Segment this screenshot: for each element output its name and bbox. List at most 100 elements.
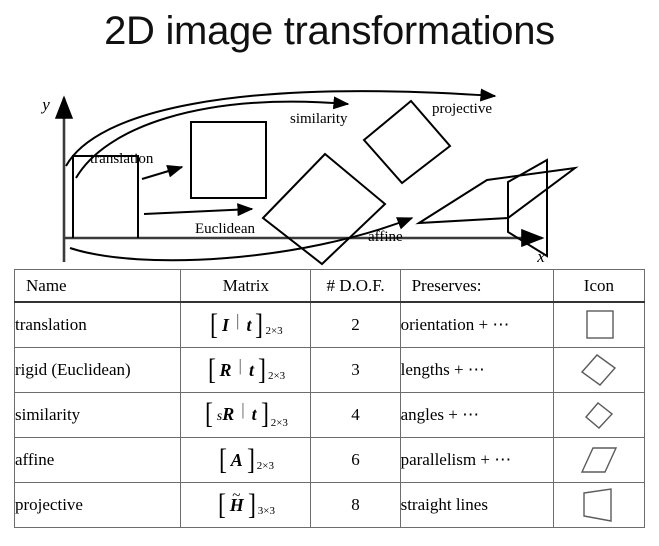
cell-preserves: lengths + ⋯ xyxy=(399,347,554,393)
cell-matrix: [ R | t ] 2×3 xyxy=(180,347,312,393)
transformations-diagram: x y xyxy=(0,66,659,266)
matrix-divider: | xyxy=(236,310,240,330)
shape-rotated-square xyxy=(261,152,387,266)
matrix-dimensions: 2×3 xyxy=(267,369,286,382)
axis-x-label: x xyxy=(536,247,545,266)
cell-icon xyxy=(552,301,646,348)
cell-preserves: parallelism + ⋯ xyxy=(399,437,554,483)
column-header-icon: Icon xyxy=(552,269,646,303)
shape-parallelogram xyxy=(415,166,579,225)
matrix-divider: | xyxy=(238,355,242,375)
matrix-dimensions: 2×3 xyxy=(270,416,288,429)
matrix-expression: [ ~H ] 3×3 xyxy=(217,487,275,521)
table-row: translation [ I | t ] 2×3 2 orientation … xyxy=(13,301,646,348)
bracket-right-icon: ] xyxy=(257,352,266,386)
shape-similarity-square xyxy=(362,99,452,185)
matrix-divider: | xyxy=(241,399,245,419)
tilde-accent-icon: ~ xyxy=(232,487,241,504)
transformations-table: Name Matrix # D.O.F. Preserves: Icon tra… xyxy=(13,269,646,528)
table-row: affine [ A ] 2×3 6 parallelism + ⋯ xyxy=(13,437,646,483)
cell-icon xyxy=(552,392,646,438)
axis-y-label: y xyxy=(40,95,50,114)
bracket-left-icon: [ xyxy=(207,352,216,386)
arrow-projective xyxy=(65,88,497,167)
matrix-term-secondary: t xyxy=(248,359,254,380)
matrix-term-primary: ~H xyxy=(227,488,247,518)
cell-dof: 6 xyxy=(310,437,401,483)
cell-preserves: angles + ⋯ xyxy=(399,392,554,438)
arrow-label-similarity: similarity xyxy=(290,111,348,127)
bracket-right-icon: ] xyxy=(247,487,256,521)
matrix-term-primary: I xyxy=(222,314,230,335)
cell-dof: 8 xyxy=(310,482,401,528)
rotated-square-icon xyxy=(580,354,616,386)
parallelogram-icon xyxy=(580,447,617,473)
matrix-dimensions: 2×3 xyxy=(265,324,283,337)
shape-original-square xyxy=(72,155,139,238)
arrow-label-projective: projective xyxy=(432,101,492,117)
shape-trapezoid xyxy=(507,158,548,258)
cell-matrix: [ A ] 2×3 xyxy=(180,437,312,483)
cell-dof: 3 xyxy=(310,347,401,393)
matrix-term-primary: sR xyxy=(214,401,237,430)
cell-icon xyxy=(552,437,646,483)
column-header-matrix: Matrix xyxy=(180,269,312,303)
bracket-left-icon: [ xyxy=(204,396,213,430)
table-row: similarity [ sR | t ] 2×3 4 angles + ⋯ xyxy=(13,392,646,438)
trapezoid-icon xyxy=(583,488,612,522)
cell-name: affine xyxy=(13,437,182,483)
column-header-name: Name xyxy=(13,269,182,303)
cell-icon xyxy=(552,482,646,528)
arrow-translation xyxy=(141,164,184,180)
cell-preserves: straight lines xyxy=(399,482,554,528)
matrix-expression: [ I | t ] 2×3 xyxy=(209,307,283,341)
matrix-scale-factor: s xyxy=(216,408,223,424)
cell-icon xyxy=(552,347,646,393)
matrix-dimensions: 2×3 xyxy=(256,459,274,472)
table-body: translation [ I | t ] 2×3 2 orientation … xyxy=(13,301,646,528)
matrix-term-primary: R xyxy=(219,359,232,380)
bracket-left-icon: [ xyxy=(217,487,226,521)
matrix-term-primary-symbol: R xyxy=(222,403,235,424)
matrix-term-secondary: t xyxy=(251,403,257,424)
cell-dof: 4 xyxy=(310,392,401,438)
table-row: projective [ ~H ] 3×3 8 straight lines xyxy=(13,482,646,528)
table-row: rigid (Euclidean) [ R | t ] 2×3 3 length… xyxy=(13,347,646,393)
cell-matrix: [ sR | t ] 2×3 xyxy=(180,392,312,438)
cell-name: translation xyxy=(13,301,182,348)
square-icon xyxy=(586,310,614,339)
shape-translated-square xyxy=(190,121,267,199)
small-rotated-square-icon xyxy=(584,402,613,429)
arrow-label-affine: affine xyxy=(368,229,403,245)
cell-name: rigid (Euclidean) xyxy=(13,347,182,393)
column-header-preserves: Preserves: xyxy=(399,269,554,303)
matrix-expression: [ sR | t ] 2×3 xyxy=(204,396,288,430)
bracket-right-icon: ] xyxy=(260,396,269,430)
cell-preserves: orientation + ⋯ xyxy=(399,301,554,348)
cell-name: projective xyxy=(13,482,182,528)
arrow-similarity xyxy=(75,96,350,179)
table-header-row: Name Matrix # D.O.F. Preserves: Icon xyxy=(13,269,646,303)
cell-matrix: [ ~H ] 3×3 xyxy=(180,482,312,528)
bracket-left-icon: [ xyxy=(210,307,219,341)
matrix-expression: [ A ] 2×3 xyxy=(218,442,274,476)
matrix-expression: [ R | t ] 2×3 xyxy=(207,352,286,386)
bracket-right-icon: ] xyxy=(255,307,264,341)
matrix-term-primary-symbol: H xyxy=(229,494,244,515)
page-title: 2D image transformations xyxy=(104,9,555,53)
arrow-label-translation: translation xyxy=(90,151,154,167)
axes xyxy=(54,95,545,262)
bracket-left-icon: [ xyxy=(218,442,227,476)
matrix-term-secondary: t xyxy=(246,314,252,335)
matrix-term-primary: A xyxy=(230,449,243,470)
arrow-label-euclidean: Euclidean xyxy=(195,221,255,237)
arrow-affine xyxy=(69,217,414,262)
arrow-euclidean xyxy=(143,203,254,217)
matrix-dimensions: 3×3 xyxy=(257,504,275,517)
cell-name: similarity xyxy=(13,392,182,438)
cell-matrix: [ I | t ] 2×3 xyxy=(180,301,312,348)
column-header-dof: # D.O.F. xyxy=(310,269,401,303)
bracket-right-icon: ] xyxy=(246,442,255,476)
cell-dof: 2 xyxy=(310,301,401,348)
tilde-accent-wrapper: ~H xyxy=(229,488,244,518)
